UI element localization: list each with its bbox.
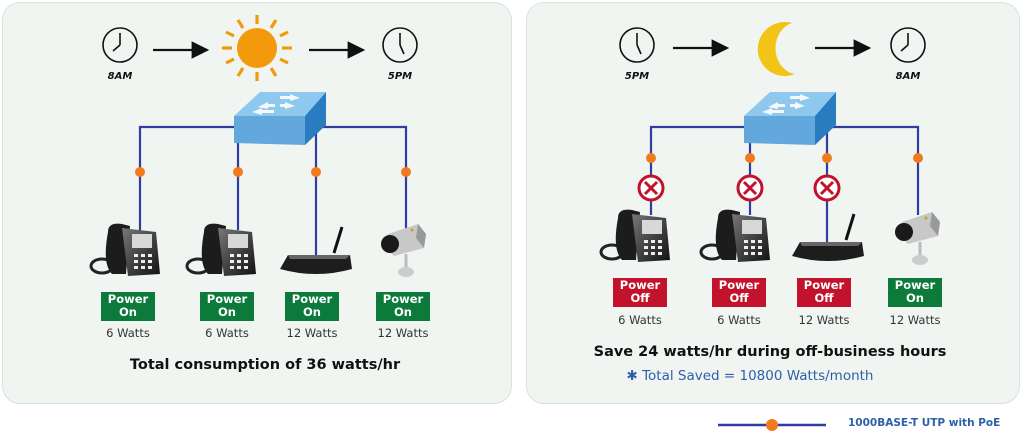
device-watts: 6 Watts (106, 326, 150, 340)
status-badge: Power On (200, 292, 254, 321)
clock-icon-8am (890, 27, 926, 63)
wireless-ap-icon (280, 226, 352, 274)
device-watts: 12 Watts (286, 326, 338, 340)
device-watts: 12 Watts (377, 326, 429, 340)
end-time-label: 8AM (895, 71, 921, 82)
poe-cables (649, 125, 920, 245)
status-line-1: Power (206, 292, 248, 306)
status-badge: Power On (376, 292, 430, 321)
status-line-2: On (906, 291, 924, 305)
status-badge: Power Off (712, 278, 766, 307)
legend-label: 1000BASE-T UTP with PoE (848, 417, 1001, 429)
ip-phone-icon (89, 223, 160, 276)
status-badge: Power On (101, 292, 155, 321)
status-line-2: On (394, 305, 412, 319)
savings-text: Save 24 watts/hr during off-business hou… (593, 344, 947, 360)
ip-camera-icon (381, 224, 426, 277)
status-line-2: Off (814, 291, 834, 305)
clock-icon-5pm (382, 27, 418, 63)
device-watts: 6 Watts (205, 326, 249, 340)
status-badge: Power Off (797, 278, 851, 307)
status-line-2: On (119, 305, 137, 319)
legend-cable-icon (718, 419, 826, 431)
status-line-1: Power (619, 278, 661, 292)
status-line-1: Power (291, 292, 333, 306)
power-blocked-icon (637, 174, 665, 202)
ip-camera-icon (895, 212, 940, 265)
poe-dots (646, 153, 923, 163)
status-line-2: Off (729, 291, 749, 305)
total-consumption-text: Total consumption of 36 watts/hr (129, 357, 401, 373)
power-blocked-icon (813, 174, 841, 202)
device-watts: 12 Watts (798, 313, 850, 327)
ip-phone-icon (599, 209, 670, 262)
status-badge: Power On (285, 292, 339, 321)
daytime-panel (2, 2, 512, 404)
status-line-2: On (218, 305, 236, 319)
start-time-label: 8AM (107, 71, 133, 82)
ip-phone-icon (185, 223, 256, 276)
status-line-1: Power (107, 292, 149, 306)
start-time-label: 5PM (624, 71, 650, 82)
poe-cables (138, 125, 408, 255)
device-watts: 12 Watts (889, 313, 941, 327)
status-line-1: Power (803, 278, 845, 292)
clock-icon-5pm (619, 27, 655, 63)
ip-phone-icon (699, 209, 770, 262)
wireless-ap-icon (792, 213, 864, 261)
poe-switch-icon (234, 92, 326, 145)
poe-switch-icon (744, 92, 836, 145)
total-saved-text: ✱ Total Saved = 10800 Watts/month (626, 368, 874, 384)
device-watts: 6 Watts (618, 313, 662, 327)
status-line-2: Off (630, 291, 650, 305)
status-line-1: Power (382, 292, 424, 306)
power-blocked-icon (736, 174, 764, 202)
status-line-2: On (303, 305, 321, 319)
status-line-1: Power (718, 278, 760, 292)
device-watts: 6 Watts (717, 313, 761, 327)
status-line-1: Power (894, 278, 936, 292)
moon-icon (757, 22, 795, 77)
clock-icon-8am (102, 27, 138, 63)
status-badge: Power On (888, 278, 942, 307)
end-time-label: 5PM (387, 71, 413, 82)
poe-dots (135, 167, 411, 177)
status-badge: Power Off (613, 278, 667, 307)
sun-icon (222, 15, 292, 81)
